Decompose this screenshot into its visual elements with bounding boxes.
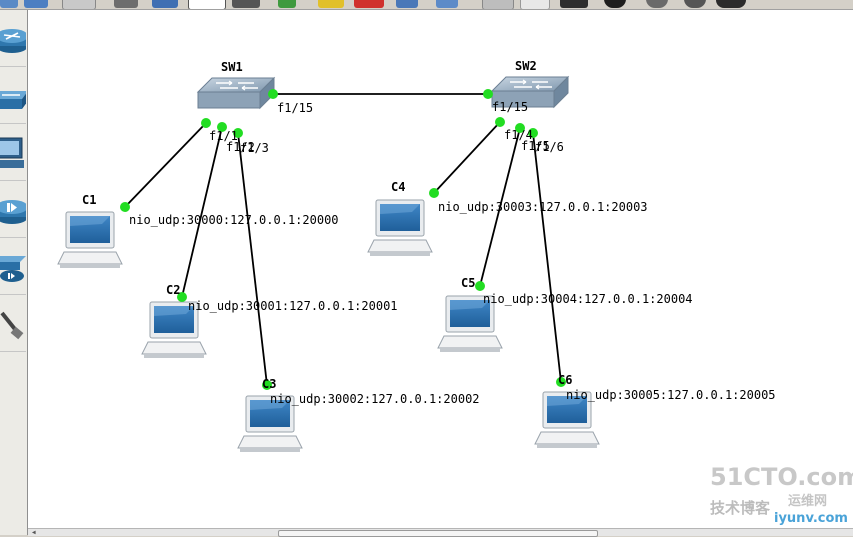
status-dot [262, 380, 272, 390]
link-sw1-c1[interactable] [124, 122, 207, 208]
draw-rectangle-button[interactable] [520, 0, 550, 9]
iface-label-sw1-f1-15: f1/15 [277, 101, 313, 115]
zoom-out-button[interactable] [646, 0, 668, 8]
link-status-indicators [120, 89, 566, 390]
link-sw2-c5[interactable] [479, 127, 521, 287]
open-project-button[interactable] [24, 0, 48, 8]
status-dot [483, 89, 493, 99]
atm-switch-device[interactable] [0, 238, 26, 295]
host-device[interactable] [0, 124, 26, 181]
suspend-button[interactable] [318, 0, 344, 8]
preferences-button[interactable] [684, 0, 706, 8]
preferences-button-2[interactable] [716, 0, 746, 8]
status-dot [177, 292, 187, 302]
computer-icon [0, 137, 24, 168]
host-label-c6: C6 [558, 373, 572, 387]
link-sw1-c2[interactable] [181, 126, 223, 298]
switch-label-sw2: SW2 [515, 59, 537, 73]
nio-label-c5: nio_udp:30004:127.0.0.1:20004 [483, 292, 693, 306]
console-button[interactable] [232, 0, 260, 8]
link-sw1-c3[interactable] [237, 132, 268, 386]
status-dot [201, 118, 211, 128]
host-label-c3: C3 [262, 377, 276, 391]
status-dot [233, 128, 243, 138]
status-dot [528, 128, 538, 138]
status-dot [120, 202, 130, 212]
host-label-c5: C5 [461, 276, 475, 290]
switch-label-sw1: SW1 [221, 60, 243, 74]
zoom-in-button[interactable] [604, 0, 626, 8]
device-dock [0, 10, 28, 535]
redo-button[interactable] [152, 0, 178, 8]
router-device[interactable] [0, 10, 26, 67]
iface-label-sw1-f1-1: f1/1 [209, 129, 238, 143]
host-c1[interactable] [57, 211, 123, 269]
status-dot [217, 122, 227, 132]
switch-device[interactable] [0, 67, 26, 124]
host-label-c2: C2 [166, 283, 180, 297]
snapshot-button[interactable] [62, 0, 96, 9]
switch-sw1[interactable] [197, 77, 275, 109]
topology-svg: SW1 SW2 f1/15 f1/15 f1/1 f1/2 f1/3 f1/4 … [57, 59, 853, 526]
link-sw2-c6[interactable] [532, 132, 562, 383]
stop-button[interactable] [354, 0, 384, 8]
reload-button[interactable] [396, 0, 418, 8]
watermark-line2: 技术博客 [710, 499, 771, 517]
iface-label-sw1-f1-2: f1/2 [226, 140, 255, 154]
main-toolbar [0, 0, 853, 10]
firewall-device[interactable] [0, 181, 26, 238]
cloud-device[interactable] [0, 295, 26, 352]
start-button[interactable] [278, 0, 296, 8]
nio-label-c2: nio_udp:30001:127.0.0.1:20001 [188, 299, 398, 313]
new-project-button[interactable] [0, 0, 18, 8]
horizontal-scroll-thumb[interactable] [278, 530, 598, 537]
nio-label-c4: nio_udp:30003:127.0.0.1:20003 [438, 200, 648, 214]
draw-ellipse-button[interactable] [560, 0, 588, 8]
router-icon [0, 29, 26, 53]
status-dot [429, 188, 439, 198]
atm-switch-icon [0, 256, 26, 282]
iface-label-sw2-f1-6: f1/6 [535, 140, 564, 154]
link-sw2-c4[interactable] [433, 121, 501, 194]
status-dot [515, 123, 525, 133]
host-label-c1: C1 [82, 193, 96, 207]
nio-label-c1: nio_udp:30000:127.0.0.1:20000 [129, 213, 339, 227]
firewall-icon [0, 200, 26, 224]
nio-label-c6: nio_udp:30005:127.0.0.1:20005 [566, 388, 776, 402]
nio-label-c3: nio_udp:30002:127.0.0.1:20002 [270, 392, 480, 406]
status-dot [475, 281, 485, 291]
status-dot [268, 89, 278, 99]
iface-label-sw2-f1-15: f1/15 [492, 100, 528, 114]
watermark-line4: iyunv.com [774, 511, 848, 526]
watermark-line1: 51CTO.com [710, 463, 853, 491]
topology-canvas[interactable]: SW1 SW2 f1/15 f1/15 f1/1 f1/2 f1/3 f1/4 … [28, 10, 853, 528]
iface-label-sw2-f1-4: f1/4 [504, 128, 533, 142]
dock-empty-area [0, 352, 26, 535]
insert-picture-button[interactable] [482, 0, 514, 9]
scroll-left-arrow-icon[interactable]: ◀ [32, 529, 36, 536]
cable-icon [0, 311, 24, 340]
iface-label-sw1-f1-3: f1/3 [240, 141, 269, 155]
undo-button[interactable] [114, 0, 138, 8]
status-dot [495, 117, 505, 127]
watermark-line3: 运维网 [788, 493, 827, 509]
host-label-c4: C4 [391, 180, 405, 194]
watermark: 51CTO.com 技术博客 运维网 iyunv.com [710, 463, 853, 526]
add-note-button[interactable] [436, 0, 458, 8]
host-c4[interactable] [367, 199, 433, 257]
iface-label-sw2-f1-5: f1/5 [521, 139, 550, 153]
status-dot [556, 377, 566, 387]
show-interface-labels-button[interactable] [188, 0, 226, 9]
switch-icon [0, 91, 26, 109]
